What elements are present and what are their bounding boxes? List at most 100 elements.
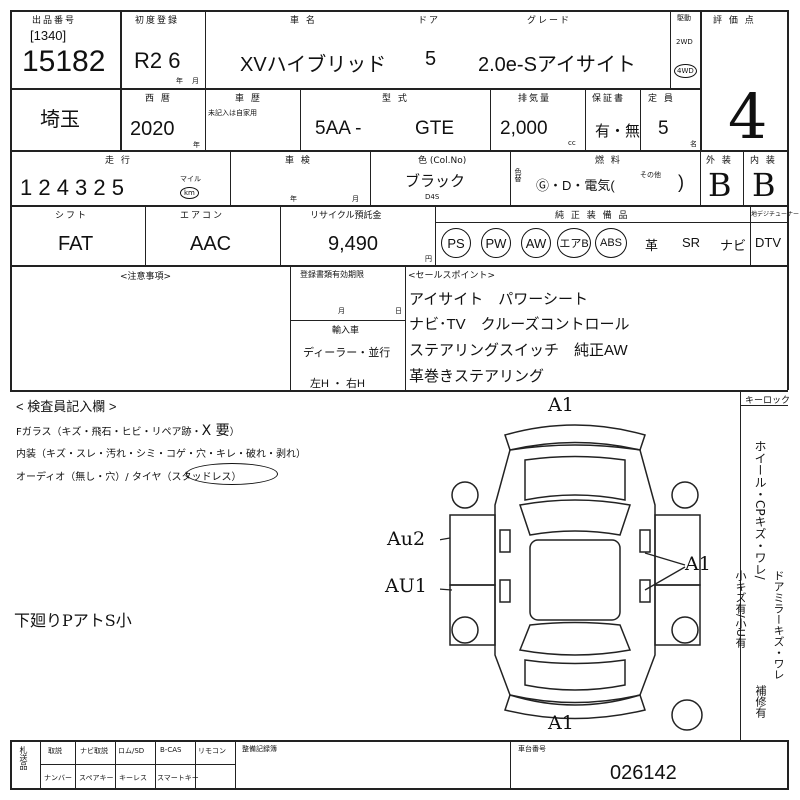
footer-item-remote: リモコン	[198, 747, 226, 755]
sales-point-2: ナビ･TV クルーズコントロール	[409, 316, 630, 333]
reg-expiry-label: 登録書類有効期限	[300, 270, 364, 279]
first-reg: R2 6	[134, 48, 181, 73]
fuel-label: 燃 料	[595, 156, 622, 166]
model-label: 型 式	[382, 94, 409, 104]
warranty: 有・無	[595, 123, 641, 140]
side-legend-2: 小キズ有/小U有	[734, 570, 747, 648]
color-label: 色 (Col.No)	[418, 156, 467, 166]
mileage: 1 2 4 3 2 5	[20, 175, 124, 200]
score: 4	[728, 80, 768, 153]
mark-rear: A1	[548, 712, 574, 734]
exterior-label: 外 装	[706, 156, 733, 166]
mark-left-bottom: AU1	[385, 575, 427, 597]
month-mark: 月	[192, 77, 199, 85]
car-name: XVハイブリッド	[240, 54, 387, 76]
mark-left-top: Au2	[387, 528, 426, 550]
sales-point-3: ステアリングスイッチ 純正AW	[409, 342, 628, 359]
mile-unit: マイル	[180, 175, 201, 183]
mark-right: A1	[685, 553, 711, 575]
car-name-label: 車 名	[290, 16, 317, 26]
model-prefix: 5AA -	[315, 118, 362, 139]
grade: 2.0e-Sアイサイト	[478, 54, 636, 76]
import-label: 輸入車	[332, 326, 360, 336]
record-label: 整備記録簿	[242, 745, 277, 753]
door-label: ドア	[418, 16, 441, 26]
ac-label: エアコン	[180, 211, 225, 221]
mark-front: A1	[548, 394, 574, 416]
vehicle-note: 未記入は自家用	[208, 109, 257, 117]
side-legend-4: 補修有	[754, 685, 767, 718]
footer-item-spare-key: スペアキー	[79, 774, 114, 782]
seats-unit: 名	[690, 140, 697, 148]
model-code: GTE	[415, 118, 455, 139]
first-reg-label: 初度登録	[135, 16, 180, 26]
recycle-fee: 9,490	[328, 233, 379, 255]
grade-label: グレード	[527, 16, 572, 26]
shift: FAT	[58, 233, 94, 255]
equip-navi: ナビ	[720, 238, 747, 253]
drive-label: 駆動	[677, 14, 691, 22]
car-diagram	[440, 424, 703, 731]
drive-2wd: 2WD	[676, 38, 693, 46]
inspector-title: < 検査員記入欄 >	[16, 399, 117, 414]
equip-airbag: エアB	[557, 228, 591, 258]
doors: 5	[425, 48, 437, 70]
equip-pw: PW	[481, 228, 511, 258]
ac: AAC	[190, 233, 232, 255]
lot-number: 15182	[22, 45, 106, 78]
year: 2020	[130, 118, 175, 140]
drive-4wd: 4WD	[674, 64, 697, 78]
score-label: 評 価 点	[713, 16, 756, 26]
footer-left-label: 札送品	[19, 746, 28, 770]
recolor-label: 色替	[514, 168, 522, 182]
side-legend-3: ドアミラーキズ・ワレ	[772, 570, 785, 680]
key-lock-label: キーロック	[745, 396, 791, 406]
yen-unit: 円	[425, 255, 432, 263]
footer-item-rom-sd: ロム/SD	[118, 747, 145, 755]
footer-item-plate: ナンバー	[44, 774, 72, 782]
fuel-other: その他	[640, 171, 661, 179]
cc-unit: cc	[568, 139, 576, 147]
dealer-parallel: ディーラー・並行	[303, 347, 391, 359]
sales-label: <セールスポイント>	[408, 271, 496, 281]
chassis-number: 026142	[610, 762, 677, 784]
year-mark-2: 年	[193, 141, 200, 149]
sales-point-1: アイサイト パワーシート	[409, 291, 588, 308]
tuner-label: 地デジチューナー	[751, 211, 800, 218]
equip-aw: AW	[521, 228, 551, 258]
interior-grade: B	[752, 166, 776, 204]
insp-year: 年	[290, 195, 297, 203]
sales-point-4: 革巻きステアリング	[409, 368, 545, 385]
vehicle-history-label: 車 歴	[235, 94, 262, 104]
lot-label: 出品番号	[32, 16, 77, 26]
equip-ps: PS	[441, 228, 471, 258]
color-code: D4S	[425, 193, 440, 201]
year-mark: 年	[176, 77, 183, 85]
inspection-label: 車 検	[285, 156, 312, 166]
equip-leather: 革	[645, 238, 659, 253]
seats: 5	[658, 118, 669, 139]
recycle-label: リサイクル預託金	[310, 211, 382, 221]
equip-dtv: DTV	[755, 235, 781, 250]
studless-circle	[186, 463, 278, 485]
interior-label: 内 装	[750, 156, 777, 166]
km-unit: km	[180, 187, 199, 199]
fuel-options: Ⓖ・D・電気(	[536, 178, 615, 193]
fuel-close: )	[678, 172, 684, 192]
audio-tire-line: オーディオ（無し・穴）/ タイヤ（スタッドレス）	[16, 472, 242, 483]
footer-item-smart-key: スマートキー	[157, 774, 199, 782]
equip-sr: SR	[682, 235, 701, 250]
color: ブラック	[405, 173, 466, 190]
caution-label: <注意事項>	[120, 272, 172, 282]
mileage-label: 走 行	[105, 156, 132, 166]
equipment-label: 純 正 装 備 品	[555, 211, 630, 221]
exterior-grade: B	[708, 166, 732, 204]
side-legend-1: ホイール・CPキズ・ワレ/	[753, 440, 767, 580]
region: 埼玉	[40, 109, 80, 131]
displacement: 2,000	[500, 118, 548, 139]
footer-item-navi-manual: ナビ取説	[80, 747, 108, 755]
era-label: 西 暦	[145, 94, 172, 104]
interior-line: 内装（キズ・スレ・汚れ・シミ・コゲ・穴・キレ・破れ・剥れ）	[16, 449, 306, 460]
seats-label: 定 員	[648, 94, 675, 104]
shift-label: シフト	[55, 211, 89, 221]
